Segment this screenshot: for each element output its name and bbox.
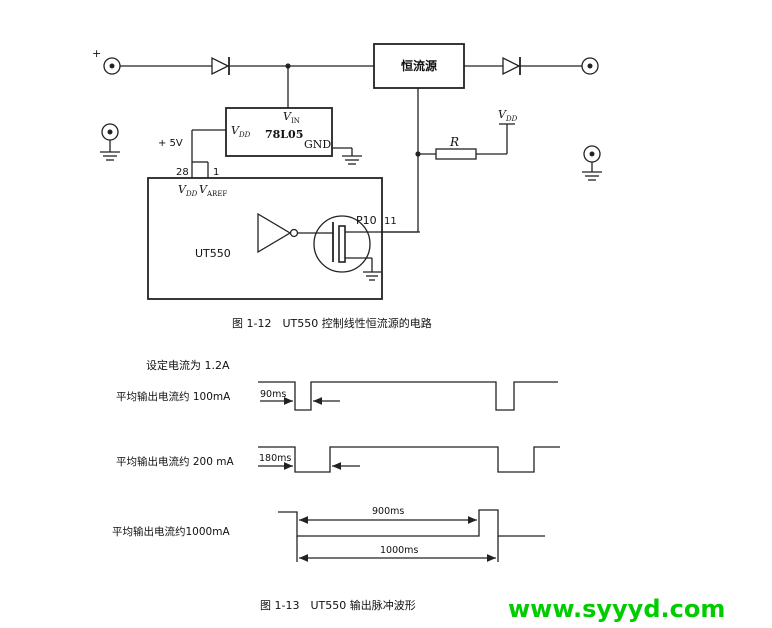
watermark: www.syyyd.com <box>508 595 725 623</box>
regulator-part: 78L05 <box>265 128 303 141</box>
mcu-varef: V <box>199 183 208 196</box>
regulator-vdd-sub: DD <box>238 131 251 139</box>
supply-label: + 5V <box>158 138 183 149</box>
waveform-200ma <box>258 446 560 473</box>
port-pin: P10 <box>356 214 377 227</box>
transistor <box>313 215 371 273</box>
row-1-label: 平均输出电流约 100mA <box>116 390 231 403</box>
current-setting: 设定电流为 1.2A <box>146 358 230 372</box>
row-2-duration: 180ms <box>259 453 291 464</box>
regulator-vdd: V <box>231 124 240 137</box>
circuit-caption: 图 1-12 UT550 控制线性恒流源的电路 <box>232 316 432 330</box>
port-pin-num: 11 <box>384 216 397 227</box>
circuit-diagram: + 恒流源 <box>92 43 602 330</box>
waveform-diagram: 设定电流为 1.2A 平均输出电流约 100mA 90ms 平均输出电流约 20… <box>112 358 560 612</box>
constant-current-source: 恒流源 <box>373 43 465 89</box>
row-1-duration: 90ms <box>260 389 286 400</box>
resistor <box>435 148 477 160</box>
pullup-vdd-sub: DD <box>505 115 518 123</box>
regulator-vin-sub: IN <box>291 117 300 125</box>
ground-terminal-left <box>100 123 120 161</box>
output-terminal <box>581 57 599 75</box>
current-source-label: 恒流源 <box>401 58 437 73</box>
plus-sign: + <box>92 47 101 60</box>
pullup-vdd: V <box>498 108 507 121</box>
resistor-label: R <box>449 135 459 149</box>
mcu-vdd: V <box>178 183 187 196</box>
pin-28: 28 <box>176 167 189 178</box>
regulator-gnd: GND <box>304 138 331 151</box>
row-3-duration-high: 900ms <box>372 506 404 517</box>
waveform-100ma <box>258 381 558 411</box>
pin-1: 1 <box>213 167 219 178</box>
mcu-name: UT550 <box>195 247 231 260</box>
mcu-varef-sub: AREF <box>206 190 227 198</box>
row-3-label: 平均输出电流约1000mA <box>112 525 230 538</box>
row-3-duration-period: 1000ms <box>380 545 418 556</box>
diode-output <box>502 56 521 76</box>
regulator-78l05: V IN V DD 78L05 GND <box>225 107 333 157</box>
waveform-1000ma <box>278 509 545 537</box>
mcu-vdd-sub: DD <box>185 190 198 198</box>
ground-terminal-right <box>582 145 602 181</box>
waveform-caption: 图 1-13 UT550 输出脉冲波形 <box>260 598 416 612</box>
inverter <box>257 212 292 254</box>
row-2-label: 平均输出电流约 200 mA <box>116 455 234 468</box>
mcu-ut550: V DD V AREF UT550 P10 11 <box>147 177 420 300</box>
input-terminal <box>103 57 121 75</box>
regulator-vin: V <box>283 110 292 123</box>
diode-input <box>211 56 230 76</box>
